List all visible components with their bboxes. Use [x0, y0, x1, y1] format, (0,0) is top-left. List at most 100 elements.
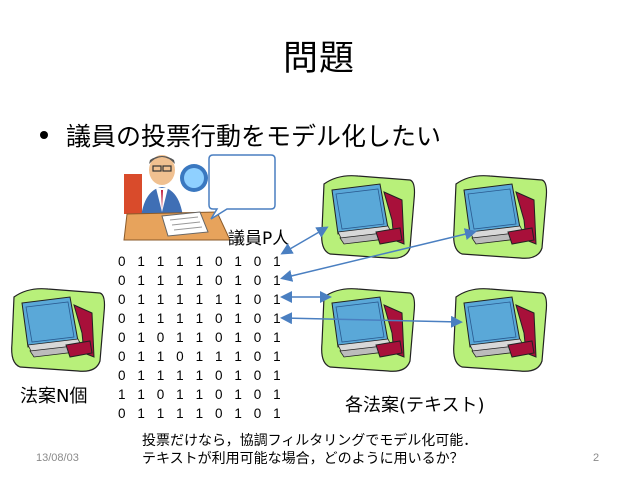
vote-cell: 1 — [234, 387, 242, 402]
note-text: 投票だけなら，協調フィルタリングでモデル化可能． テキストが利用可能な場合，どの… — [142, 432, 477, 468]
vote-cell: 0 — [253, 311, 262, 326]
vote-cell: 1 — [234, 330, 242, 345]
vote-cell: 0 — [118, 349, 126, 364]
arrow-to-bill-4 — [280, 312, 463, 328]
vote-cell: 0 — [253, 254, 262, 269]
legislator-count-label: 議員P人 — [228, 229, 290, 249]
vote-cell: 0 — [118, 292, 126, 307]
vote-cell: 1 — [137, 292, 145, 307]
vote-cell: 0 — [118, 330, 126, 345]
vote-cell: 1 — [176, 368, 184, 383]
arrow-to-bill-1 — [280, 226, 329, 255]
vote-cell: 1 — [234, 292, 242, 307]
vote-cell: 0 — [214, 387, 223, 402]
slide-title: 問題 — [282, 39, 355, 79]
vote-cell: 0 — [156, 387, 165, 402]
vote-cell: 1 — [156, 254, 165, 269]
vote-cell: 1 — [137, 254, 145, 269]
vote-cell: 0 — [118, 273, 126, 288]
vote-cell: 0 — [253, 406, 262, 421]
vote-cell: 1 — [234, 368, 242, 383]
vote-cell: 0 — [118, 254, 126, 269]
vote-cell: 1 — [195, 311, 204, 326]
vote-cell: 1 — [234, 406, 242, 421]
vote-cell: 1 — [137, 330, 145, 345]
vote-cell: 1 — [137, 368, 145, 383]
vote-cell: 0 — [253, 349, 262, 364]
vote-cell: 1 — [234, 254, 242, 269]
vote-cell: 1 — [176, 330, 184, 345]
vote-cell: 1 — [273, 311, 281, 326]
vote-cell: 1 — [156, 368, 165, 383]
vote-cell: 0 — [118, 368, 126, 383]
vote-cell: 0 — [253, 330, 262, 345]
vote-cell: 0 — [214, 368, 223, 383]
vote-cell: 0 — [214, 273, 223, 288]
vote-cell: 1 — [273, 330, 281, 345]
vote-cell: 1 — [234, 349, 242, 364]
bullet-dot-icon — [40, 131, 48, 139]
bullet-item: 議員の投票行動をモデル化したい — [40, 117, 441, 153]
vote-cell: 1 — [137, 406, 145, 421]
note-line: 投票だけなら，協調フィルタリングでモデル化可能． — [142, 433, 478, 449]
vote-cell: 1 — [137, 349, 145, 364]
vote-cell: 0 — [214, 406, 223, 421]
vote-cell: 1 — [273, 368, 281, 383]
vote-cell: 0 — [253, 368, 262, 383]
vote-cell: 1 — [234, 273, 242, 288]
vote-cell: 1 — [195, 292, 204, 307]
vote-cell: 1 — [156, 349, 165, 364]
vote-cell: 1 — [273, 349, 281, 364]
vote-cell: 0 — [176, 349, 184, 364]
bills-text-label: 各法案(テキスト) — [345, 395, 485, 416]
vote-cell: 1 — [195, 254, 204, 269]
vote-cell: 1 — [234, 311, 242, 326]
vote-cell: 0 — [253, 387, 262, 402]
vote-cell: 0 — [214, 254, 223, 269]
vote-cell: 1 — [156, 292, 165, 307]
vote-cell: 1 — [273, 406, 281, 421]
vote-cell: 0 — [156, 330, 165, 345]
vote-cell: 1 — [176, 387, 184, 402]
vote-cell: 1 — [195, 330, 204, 345]
vote-cell: 1 — [195, 368, 204, 383]
vote-cell: 1 — [176, 292, 184, 307]
vote-cell: 0 — [118, 311, 126, 326]
vote-cell: 1 — [273, 387, 281, 402]
vote-cell: 1 — [195, 273, 204, 288]
vote-cell: 1 — [273, 254, 281, 269]
vote-cell: 1 — [273, 292, 281, 307]
vote-cell: 0 — [214, 330, 223, 345]
vote-cell: 1 — [273, 273, 281, 288]
arrow-to-bill-2 — [280, 228, 477, 282]
vote-cell: 1 — [195, 406, 204, 421]
vote-cell: 1 — [118, 387, 126, 402]
vote-cell: 1 — [214, 349, 223, 364]
vote-cell: 1 — [195, 387, 204, 402]
vote-cell: 1 — [156, 406, 165, 421]
vote-cell: 1 — [176, 406, 184, 421]
vote-cell: 0 — [214, 311, 223, 326]
vote-cell: 1 — [176, 311, 184, 326]
vote-cell: 1 — [195, 349, 204, 364]
footer-date: 13/08/03 — [36, 452, 79, 464]
vote-cell: 1 — [214, 292, 223, 307]
vote-cell: 1 — [156, 273, 165, 288]
vote-cell: 1 — [137, 311, 145, 326]
vote-cell: 1 — [156, 311, 165, 326]
note-line: テキストが利用可能な場合，どのように用いるか？ — [142, 451, 464, 467]
bullet-text: 議員の投票行動をモデル化したい — [66, 122, 442, 151]
vote-cell: 1 — [137, 273, 145, 288]
vote-cell: 0 — [118, 406, 126, 421]
